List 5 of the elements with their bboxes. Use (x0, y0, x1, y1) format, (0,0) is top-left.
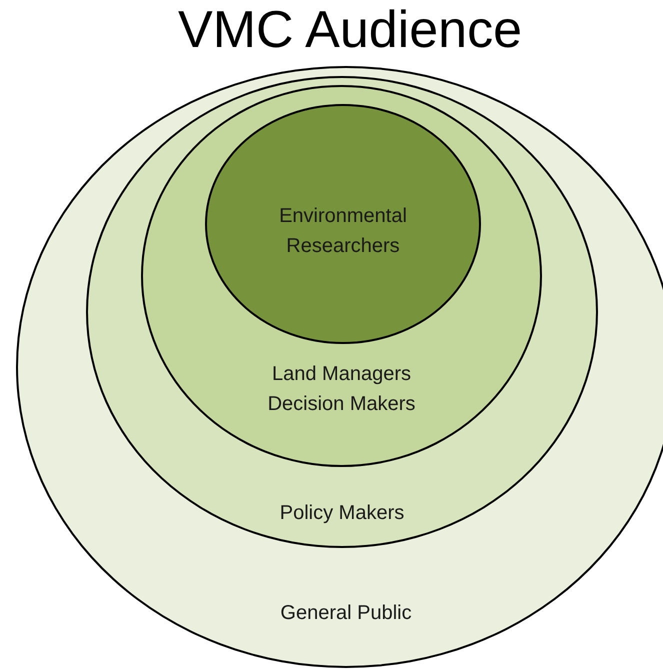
ring-label: Land Managers Decision Makers (266, 362, 416, 417)
ring-label: Environmental Researchers (278, 204, 408, 259)
ring-label: General Public (279, 601, 413, 626)
ring-label: Policy Makers (278, 501, 406, 526)
title: VMC Audience (177, 0, 523, 61)
